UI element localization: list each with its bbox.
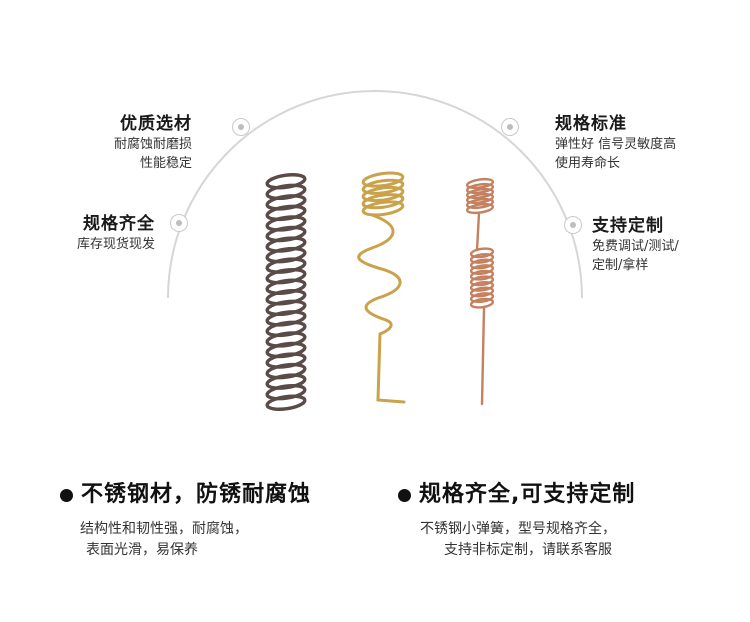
copper-spring — [465, 177, 495, 406]
bullet-icon — [398, 488, 411, 502]
feature-line: 耐腐蚀耐磨损 — [113, 137, 192, 152]
feature-title: 规格齐全 — [83, 214, 155, 234]
arc-node-mid-right — [564, 216, 582, 234]
bottom-line: 不锈钢小弹簧，型号规格齐全， — [420, 521, 616, 537]
arc-node-mid-left — [170, 214, 188, 232]
bottom-heading-text: 不锈钢材，防锈耐腐蚀 — [81, 482, 312, 507]
feature-title: 规格标准 — [555, 114, 627, 134]
bottom-heading: 规格齐全,可支持定制 — [398, 481, 718, 509]
bottom-block-material: 不锈钢材，防锈耐腐蚀 结构性和韧性强，耐腐蚀， 表面光滑，易保养 — [60, 481, 390, 561]
bullet-icon — [60, 488, 73, 502]
arc-node-top-right — [501, 118, 519, 136]
bottom-heading: 不锈钢材，防锈耐腐蚀 — [60, 481, 390, 509]
feature-line: 弹性好 信号灵敏度高 — [555, 137, 677, 152]
feature-line: 免费调试/测试/ — [592, 239, 679, 254]
feature-customization: 支持定制 免费调试/测试/ 定制/拿样 — [592, 215, 732, 275]
feature-standard-specs: 规格标准 弹性好 信号灵敏度高 使用寿命长 — [555, 113, 725, 173]
feature-line: 库存现货现发 — [76, 237, 155, 252]
bottom-block-customization: 规格齐全,可支持定制 不锈钢小弹簧，型号规格齐全， 支持非标定制，请联系客服 — [398, 481, 718, 561]
bottom-line: 结构性和韧性强，耐腐蚀， — [80, 521, 248, 537]
feature-quality-material: 优质选材 耐腐蚀耐磨损 性能稳定 — [60, 113, 192, 173]
feature-title: 优质选材 — [120, 114, 192, 134]
bottom-line: 支持非标定制，请联系客服 — [444, 542, 612, 558]
stainless-spring — [265, 173, 307, 411]
arc-node-top-left — [232, 118, 250, 136]
feature-line: 使用寿命长 — [555, 156, 621, 171]
feature-complete-specs: 规格齐全 库存现货现发 — [40, 213, 155, 254]
bottom-line: 表面光滑，易保养 — [86, 542, 198, 558]
feature-title: 支持定制 — [592, 216, 664, 236]
gold-spring — [357, 171, 406, 404]
feature-line: 性能稳定 — [139, 156, 192, 171]
bottom-heading-text: 规格齐全,可支持定制 — [419, 482, 636, 507]
feature-line: 定制/拿样 — [592, 258, 649, 273]
